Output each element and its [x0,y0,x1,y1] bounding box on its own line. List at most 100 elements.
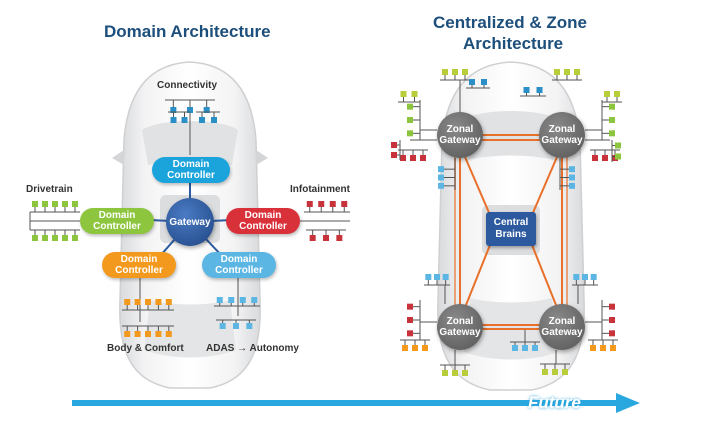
sensor-node [219,323,226,329]
sensor-node [438,166,444,173]
sensor-node [438,174,444,181]
sensor-node [562,369,568,375]
sensor-node [609,330,615,337]
connectivity-domain-controller: Domain Controller [152,157,230,183]
sensor-node [422,345,428,351]
sensor-node [462,69,468,75]
sensor-node [32,235,38,241]
sensor-node [72,235,78,241]
zonal-gateway-rear-right: Zonal Gateway [539,304,585,350]
sensor-node [438,182,444,189]
sensor-node [420,155,426,161]
sensor-node [407,303,413,310]
sensor-node [203,107,210,113]
sensor-node [306,201,313,207]
sensor-node [407,317,413,323]
sensor-node [410,155,416,161]
sensor-node [522,345,528,351]
sensor-node [552,369,558,375]
sensor-node [251,297,258,303]
connectivity-label: Connectivity [157,80,218,91]
sensor-node [72,201,78,207]
sensor-node [145,331,151,337]
sensor-node [602,155,608,161]
sensor-node [246,323,253,329]
sensor-node [391,142,397,148]
sensor-node [523,87,530,93]
sensor-node [582,274,588,280]
body-domain-controller: Domain Controller [102,252,176,278]
adas-domain-controller: Domain Controller [202,252,276,278]
sensor-node [569,182,575,189]
sensor-node [574,69,580,75]
zonal-gateway-rear-left: Zonal Gateway [437,304,483,350]
sensor-node [400,91,407,97]
sensor-node [239,297,246,303]
infotainment-label: Infotainment [290,184,350,195]
sensor-node [62,235,68,241]
sensor-node [442,69,448,75]
sensor-node [52,235,58,241]
sensor-node [614,91,620,97]
sensor-node [309,235,316,241]
sensor-node [442,274,449,280]
sensor-node [604,91,610,97]
sensor-node [610,345,616,351]
sensor-node [411,91,418,97]
sensor-node [323,235,329,241]
sensor-node [134,299,141,305]
drivetrain-domain-controller: Domain Controller [80,208,154,234]
sensor-node [452,370,458,376]
sensor-node [62,201,68,207]
zone-architecture-title-line2: Architecture [463,34,564,53]
sensor-node [590,274,597,280]
sensor-node [452,69,458,75]
drivetrain-label: Drivetrain [26,184,73,195]
sensor-node [155,331,162,337]
sensor-node [170,107,177,113]
sensor-node [532,345,538,351]
sensor-node [181,117,188,123]
sensor-node [42,235,48,241]
sensor-node [412,345,418,351]
sensor-node [145,299,151,305]
sensor-node [402,345,408,351]
sensor-networks [29,69,622,376]
sensor-node [187,107,193,113]
sensor-node [609,117,615,123]
future-label: Future [528,393,581,412]
sensor-node [400,155,406,161]
sensor-node [425,274,432,280]
sensor-node [481,79,487,85]
central-brains-node: Central Brains [486,212,536,246]
sensor-node [336,235,343,241]
sensor-node [442,370,448,376]
sensor-node [542,369,548,375]
sensor-node [536,87,543,93]
body-comfort-label: Body & Comfort [107,343,184,354]
zonal-gateway-front-left: Zonal Gateway [437,112,483,158]
sensor-node [233,323,239,329]
sensor-node [318,201,325,207]
sensor-node [564,69,570,75]
sensor-node [407,103,413,110]
zone-architecture-title-line1: Centralized & Zone [433,13,587,32]
sensor-node [434,274,440,280]
sensor-node [573,274,580,280]
gateway-node: Gateway [166,198,214,246]
sensor-node [512,345,518,351]
sensor-node [469,79,475,85]
sensor-node [609,103,615,110]
sensor-node [52,201,58,207]
sensor-node [155,299,162,305]
sensor-node [554,69,560,75]
sensor-node [228,297,235,303]
sensor-node [569,166,575,173]
sensor-node [407,330,413,337]
future-arrow [72,393,640,413]
sensor-node [391,152,397,158]
sensor-node [32,201,38,207]
sensor-node [170,117,177,123]
infotainment-domain-controller: Domain Controller [226,208,300,234]
